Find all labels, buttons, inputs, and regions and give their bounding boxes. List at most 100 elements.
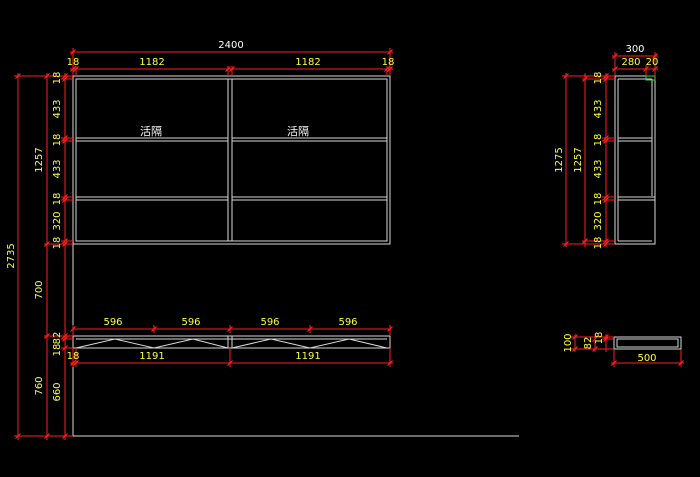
dimension-tick <box>225 66 231 72</box>
dimension-tick <box>603 336 609 342</box>
dimension-tick <box>15 73 21 79</box>
dim-left-seg: 433 <box>52 159 63 178</box>
dimension-tick <box>15 433 21 439</box>
dimension-tick <box>563 241 569 247</box>
dimension-tick <box>387 66 393 72</box>
dimension-tick <box>603 194 609 200</box>
dim-side-seg: 320 <box>593 211 604 230</box>
dim-drawer-width: 596 <box>260 317 279 328</box>
dimension-tick <box>62 333 68 339</box>
dimension-tick <box>62 73 68 79</box>
dim-side-base-inner: 82 <box>583 337 594 350</box>
dim-left-seg: 18 <box>52 72 63 85</box>
dimension-tick <box>62 194 68 200</box>
dimension-tick <box>387 326 393 332</box>
dim-side-top-total: 300 <box>625 44 644 55</box>
dim-side-seg: 433 <box>593 99 604 118</box>
dim-side-seg: 18 <box>593 134 604 147</box>
dim-drawer-width: 596 <box>103 317 122 328</box>
dimension-tick <box>603 138 609 144</box>
dim-side-seg: 18 <box>593 72 604 85</box>
dim-left-seg: 433 <box>52 99 63 118</box>
dimension-tick <box>44 333 50 339</box>
dimension-tick <box>563 73 569 79</box>
dim-side-seg: 18 <box>593 193 604 206</box>
dim-side-seg: 433 <box>593 159 604 178</box>
side-back-panel <box>645 75 656 81</box>
dim-gap-height: 700 <box>34 280 45 299</box>
dimension-tick <box>70 360 76 366</box>
dim-top-seg: 18 <box>67 57 80 68</box>
dimension-tick <box>603 197 609 203</box>
dimension-tick <box>678 360 684 366</box>
dim-total-height: 2735 <box>6 243 17 268</box>
dimension-tick <box>603 76 609 82</box>
dimension-tick <box>307 326 313 332</box>
dim-left-seg: 18 <box>52 134 63 147</box>
dim-side-top-seg: 280 <box>621 57 640 68</box>
dim-top-seg: 1182 <box>295 57 320 68</box>
dimension-tick <box>227 326 233 332</box>
dimension-tick <box>73 360 79 366</box>
dimension-tick <box>582 76 588 82</box>
dimension-tick <box>592 346 598 352</box>
dimension-tick <box>603 334 609 340</box>
dim-side-seg: 18 <box>593 237 604 250</box>
side-elevation <box>613 75 682 350</box>
dim-side-base-top: 18 <box>594 332 605 345</box>
dim-lower-small: 82 <box>52 332 63 345</box>
dimension-tick <box>44 241 50 247</box>
dim-upper-height: 1257 <box>34 147 45 172</box>
dim-left-seg: 18 <box>52 237 63 250</box>
dim-top-seg: 1182 <box>139 57 164 68</box>
dim-lower-small: 18 <box>52 344 63 357</box>
dimension-tick <box>62 433 68 439</box>
side-base-inner <box>616 338 679 348</box>
side-dimension-text: 300 280 20 1275 1257 18 433 18 433 18 32… <box>554 44 658 364</box>
dimension-tick <box>572 334 578 340</box>
dim-top-seg: 18 <box>382 57 395 68</box>
dimension-tick <box>151 326 157 332</box>
dimension-tick <box>643 66 649 72</box>
dim-lower-total: 760 <box>34 376 45 395</box>
dimension-tick <box>612 53 618 59</box>
dim-lower-height: 660 <box>52 382 63 401</box>
dimension-tick <box>62 238 68 244</box>
dimension-tick <box>387 49 393 55</box>
dimension-tick <box>603 238 609 244</box>
dimension-tick <box>603 135 609 141</box>
dimension-tick <box>227 360 233 366</box>
shelf-labels: 活隔 活隔 <box>140 125 309 138</box>
drawer-pattern <box>231 338 388 349</box>
dim-drawer-width: 596 <box>338 317 357 328</box>
dim-left-seg: 18 <box>52 193 63 206</box>
dim-side-height-total: 1275 <box>554 147 565 172</box>
dim-side-height-inner: 1257 <box>573 147 584 172</box>
dimension-tick <box>62 197 68 203</box>
side-base-outline <box>613 336 682 350</box>
dimension-tick <box>387 360 393 366</box>
dimension-tick <box>384 66 390 72</box>
dimension-tick <box>62 135 68 141</box>
dimension-tick <box>62 336 68 342</box>
dim-base-seg: 1191 <box>295 351 320 362</box>
dimension-tick <box>62 345 68 351</box>
dimension-tick <box>652 53 658 59</box>
dimension-tick <box>70 66 76 72</box>
shelf-label: 活隔 <box>140 125 162 138</box>
dimension-tick <box>592 336 598 342</box>
dimension-tick <box>612 66 618 72</box>
dimension-tick <box>70 326 76 332</box>
dimension-tick <box>572 346 578 352</box>
dimension-tick <box>73 66 79 72</box>
shelf-label: 活隔 <box>287 125 309 138</box>
dimension-tick <box>603 241 609 247</box>
dimension-tick <box>582 238 588 244</box>
dimension-tick <box>652 66 658 72</box>
dimension-ticks <box>15 49 684 439</box>
front-dimension-text: 2400 18 1182 1182 18 18 433 18 433 18 32… <box>6 40 394 402</box>
dimension-tick <box>611 360 617 366</box>
dimension-tick <box>70 49 76 55</box>
dimension-tick <box>229 66 235 72</box>
